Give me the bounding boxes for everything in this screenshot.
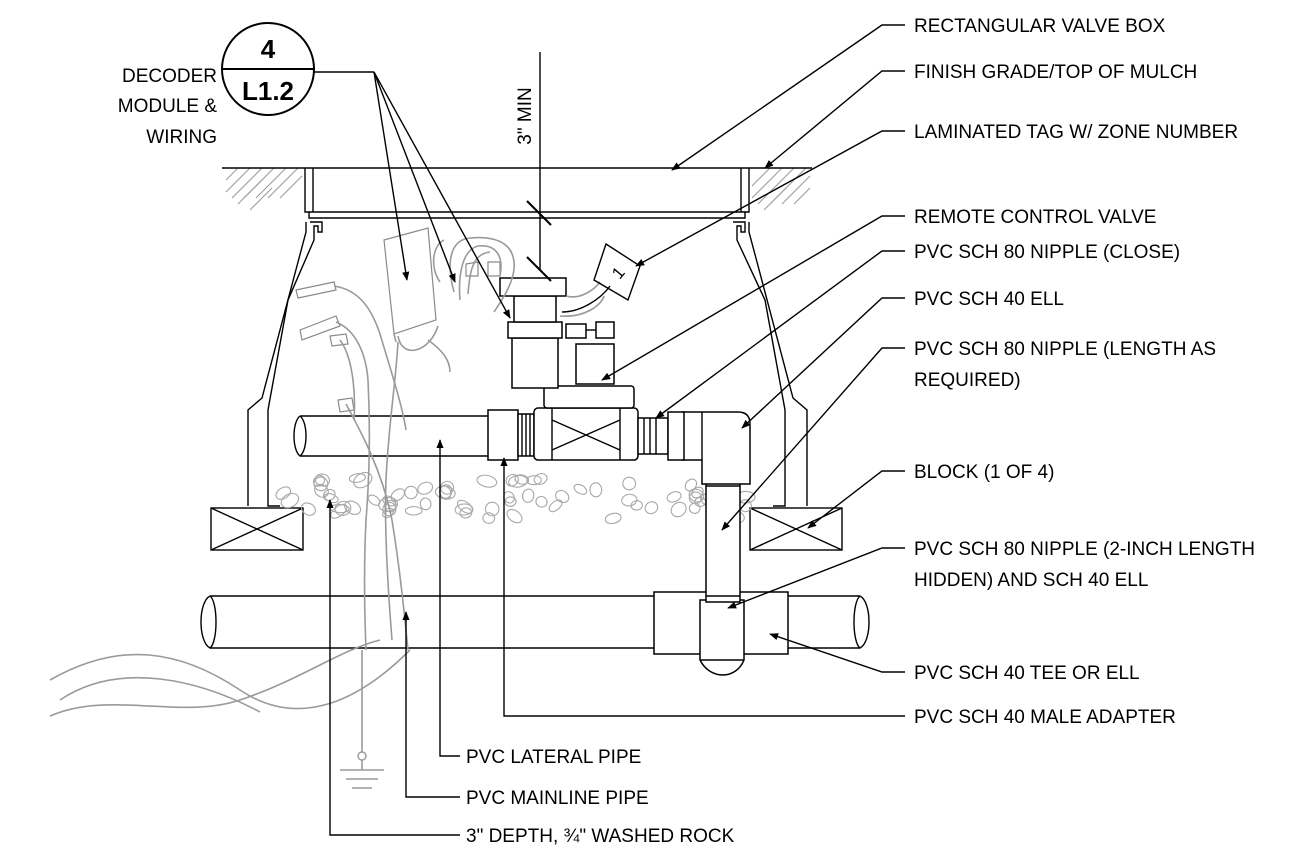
rock: [688, 502, 701, 514]
dimension-3in-min: 3" MIN: [515, 52, 552, 282]
rock: [348, 473, 366, 483]
rock: [419, 497, 432, 511]
rock: [344, 500, 362, 515]
rock: [533, 473, 548, 485]
rock: [555, 489, 570, 504]
soil-hatch-right: [751, 167, 811, 211]
detail-number: 4: [261, 34, 276, 64]
label-nipple-close: PVC SCH 80 NIPPLE (CLOSE): [914, 242, 1180, 263]
rock: [417, 481, 434, 495]
soil-hatch-left: [225, 167, 303, 211]
label-laminated-tag: LAMINATED TAG W/ ZONE NUMBER: [914, 122, 1238, 143]
rock: [454, 503, 474, 516]
remote-control-valve: [499, 277, 685, 461]
label-nipple-2inch-1: PVC SCH 80 NIPPLE (2-INCH LENGTH: [914, 539, 1255, 560]
label-lateral-pipe: PVC LATERAL PIPE: [466, 747, 641, 768]
rock: [484, 501, 500, 517]
rock: [644, 501, 659, 515]
block-left: [210, 507, 304, 551]
lateral-pipe: [293, 415, 488, 457]
label-valve-box: RECTANGULAR VALVE BOX: [914, 16, 1166, 37]
decoder-label-line2: MODULE &: [118, 96, 218, 117]
rock: [323, 493, 339, 504]
block-right: [749, 507, 843, 551]
rock: [684, 478, 698, 492]
rock: [621, 493, 638, 507]
label-mainline-pipe: PVC MAINLINE PIPE: [466, 788, 649, 809]
label-nipple-2inch-2: HIDDEN) AND SCH 40 ELL: [914, 570, 1148, 591]
rock: [434, 485, 456, 500]
rock: [622, 476, 637, 491]
decoder-label-line1: DECODER: [122, 66, 217, 87]
rock: [334, 500, 352, 516]
rock: [476, 474, 498, 488]
label-male-adapter: PVC SCH 40 MALE ADAPTER: [914, 707, 1176, 728]
detail-sheet: L1.2: [242, 76, 294, 106]
riser-assembly: [681, 411, 751, 676]
label-ell-40: PVC SCH 40 ELL: [914, 289, 1064, 310]
rock: [390, 488, 406, 502]
decoder-label: DECODER MODULE & WIRING: [118, 66, 218, 148]
decoder-wiring: [49, 236, 605, 789]
rock: [504, 496, 517, 507]
washed-rock: [275, 471, 756, 525]
label-nipple-length-1: PVC SCH 80 NIPPLE (LENGTH AS: [914, 339, 1216, 360]
dimension-label: 3" MIN: [515, 87, 536, 144]
label-tee-ell: PVC SCH 40 TEE OR ELL: [914, 663, 1140, 684]
rock: [280, 492, 300, 509]
rock: [526, 475, 542, 486]
rock: [666, 491, 682, 503]
rock: [404, 485, 418, 500]
label-finish-grade: FINISH GRADE/TOP OF MULCH: [914, 62, 1197, 83]
detail-reference: 4 L1.2: [221, 22, 315, 116]
label-nipple-length-2: REQUIRED): [914, 370, 1021, 391]
rock: [573, 483, 588, 495]
rock: [404, 506, 423, 516]
rock: [604, 512, 622, 525]
rock: [505, 473, 519, 487]
rock: [313, 476, 329, 492]
rock: [503, 491, 515, 504]
rock: [521, 488, 535, 503]
rock: [301, 502, 316, 516]
label-block: BLOCK (1 OF 4): [914, 462, 1054, 483]
male-adapter: [487, 409, 535, 461]
rock: [382, 501, 397, 517]
rock: [482, 512, 496, 524]
label-washed-rock: 3" DEPTH, ¾" WASHED ROCK: [466, 826, 735, 845]
rock: [514, 474, 530, 485]
zone-tag-number: 1: [608, 263, 629, 282]
rock: [440, 480, 455, 495]
label-remote-valve: REMOTE CONTROL VALVE: [914, 207, 1156, 228]
rock: [314, 483, 329, 498]
callout-labels: RECTANGULAR VALVE BOX FINISH GRADE/TOP O…: [466, 16, 1255, 845]
rock: [459, 507, 473, 519]
rock: [535, 495, 548, 508]
rock: [670, 501, 687, 518]
rock: [506, 508, 523, 524]
rock: [367, 494, 381, 506]
decoder-label-line3: WIRING: [146, 127, 217, 148]
decoder-module: [383, 227, 439, 352]
rock: [589, 482, 603, 498]
rock: [275, 486, 292, 500]
rock: [548, 499, 563, 513]
leader-lines: [314, 24, 905, 836]
